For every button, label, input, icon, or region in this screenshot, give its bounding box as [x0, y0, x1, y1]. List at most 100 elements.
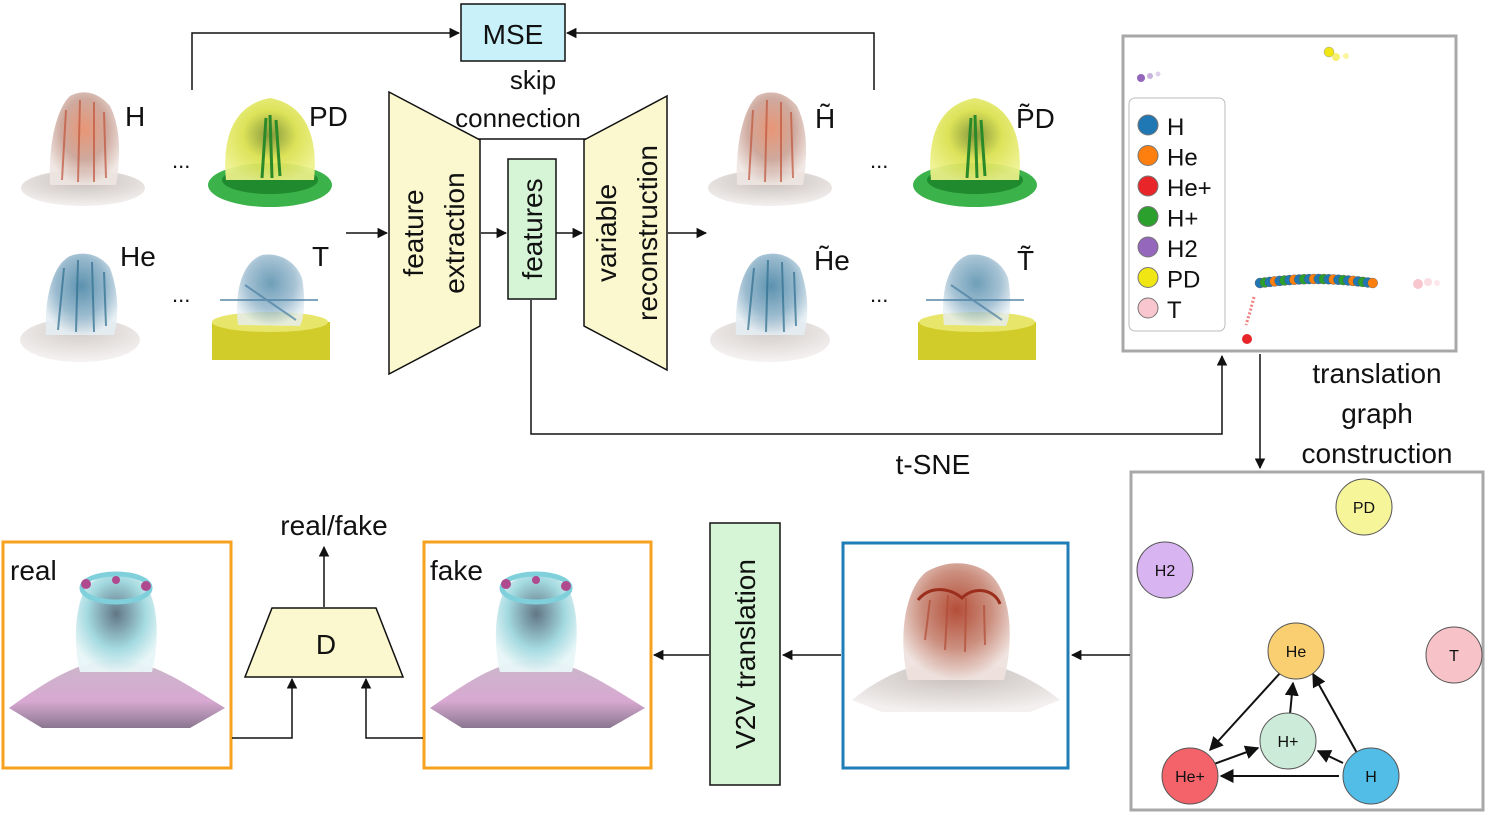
edge-He-to-Hep	[1209, 671, 1282, 752]
edge-Hep-to-Hp	[1213, 745, 1260, 765]
edge-H-to-He	[1312, 672, 1358, 754]
tsne-cluster-pd-b	[1332, 53, 1340, 61]
tsne-point	[1367, 277, 1378, 289]
input-ellipsis-bottom: ...	[172, 282, 190, 307]
v2v-translation-label: V2V translation	[730, 559, 761, 749]
volume-render-He-input	[20, 253, 140, 362]
output-ellipsis-top: ...	[870, 148, 888, 173]
volume-render-PD-output	[913, 98, 1037, 207]
fake-to-discriminator-arrow	[360, 677, 423, 739]
tsne-arrow	[530, 300, 1228, 435]
legend-marker-t	[1137, 297, 1159, 319]
legend-label-hplus: H+	[1167, 206, 1198, 233]
output-label-PD: P̃D	[1016, 103, 1055, 134]
feature-extraction-encoder	[388, 90, 481, 376]
discriminator-label: D	[316, 629, 336, 660]
tsne-main-chain	[1254, 273, 1378, 289]
volume-render-T-input	[212, 254, 330, 360]
tsne-label: t-SNE	[896, 449, 971, 480]
volume-render-He-output	[710, 253, 830, 362]
skip-label-line2: connection	[455, 103, 581, 133]
discriminator-output-label: real/fake	[280, 510, 387, 541]
volume-render-T-output	[918, 254, 1036, 360]
fake-volume-render	[430, 571, 645, 728]
features-label: features	[517, 178, 548, 279]
tsne-cluster-pd-c	[1343, 53, 1349, 59]
source-volume-render	[852, 563, 1060, 712]
graph-node-hp	[1259, 712, 1317, 770]
legend-marker-h	[1137, 114, 1159, 136]
output-label-T: T̃	[1017, 245, 1034, 276]
mse-input-arrow	[191, 27, 461, 90]
graph-node-he	[1267, 622, 1325, 680]
graph-node-h	[1342, 747, 1400, 805]
features-box	[507, 158, 557, 300]
fake-label: fake	[430, 555, 483, 586]
real-label: real	[10, 555, 57, 586]
tsne-scatter	[1137, 46, 1440, 344]
tsne-cluster-pd	[1323, 46, 1335, 58]
mse-recon-arrow	[565, 27, 875, 90]
legend-marker-heplus	[1137, 175, 1159, 197]
encoder-label-line1: feature	[398, 189, 429, 276]
graph-node-label-hep: He+	[1175, 769, 1205, 786]
input-label-T: T	[312, 241, 329, 272]
graph-node-label-t: T	[1449, 648, 1459, 665]
graph-node-label-hp: H+	[1278, 734, 1299, 751]
legend-marker-h2	[1137, 236, 1159, 258]
input-ellipsis-top: ...	[172, 148, 190, 173]
real-volume-render	[9, 571, 225, 728]
output-label-H: H̃	[815, 103, 835, 134]
volume-render-PD-input	[208, 98, 332, 207]
discriminator	[243, 607, 405, 678]
translation-graph-edges	[1209, 671, 1358, 783]
mse-box	[460, 3, 566, 62]
v2v-translation-box	[709, 522, 781, 786]
legend-label-h2: H2	[1167, 236, 1198, 263]
input-label-He: He	[120, 241, 156, 272]
legend-label-heplus: He+	[1167, 175, 1212, 202]
graph-node-h2	[1136, 541, 1194, 599]
tsne-cluster-t-b	[1424, 278, 1432, 286]
legend-label-t: T	[1167, 297, 1182, 324]
graph-node-pd	[1335, 478, 1393, 536]
edge-H-to-Hp	[1316, 750, 1344, 764]
legend-label-he: He	[1167, 145, 1198, 172]
tsne-cluster-hep-trail	[1244, 296, 1256, 326]
legend-marker-pd	[1137, 267, 1159, 288]
legend-label-pd: PD	[1167, 267, 1200, 294]
tsne-cluster-hep	[1242, 334, 1252, 344]
real-to-discriminator-arrow	[232, 677, 298, 739]
graph-node-label-h: H	[1365, 769, 1377, 786]
output-label-He: H̃e	[814, 245, 850, 276]
volume-render-H-input	[21, 92, 145, 206]
legend-marker-hplus	[1137, 206, 1159, 227]
graph-node-t	[1425, 626, 1483, 684]
tsne-cluster-t	[1413, 279, 1423, 289]
tsne-cluster-h2	[1137, 74, 1145, 82]
input-label-H: H	[125, 101, 145, 132]
graph-node-label-h2: H2	[1155, 563, 1176, 580]
graph-node-hep	[1161, 747, 1219, 805]
encoder-label-line2: extraction	[439, 172, 470, 293]
tsne-cluster-h2-c	[1155, 71, 1161, 77]
output-ellipsis-bottom: ...	[870, 282, 888, 307]
graph-node-label-he: He	[1286, 644, 1307, 661]
graph-node-label-pd: PD	[1353, 500, 1375, 517]
mse-label: MSE	[483, 19, 544, 50]
edge-Hp-to-He	[1284, 681, 1299, 715]
legend-label-h: H	[1167, 114, 1184, 141]
variable-reconstruction-decoder	[583, 94, 668, 372]
input-label-PD: PD	[309, 101, 348, 132]
graph-step-line3: construction	[1302, 438, 1453, 469]
skip-label-line1: skip	[510, 65, 556, 95]
graph-step-line2: graph	[1341, 398, 1413, 429]
graph-step-line1: translation	[1312, 358, 1441, 389]
decoder-label-line1: variable	[591, 184, 622, 282]
decoder-label-line2: reconstruction	[632, 145, 663, 321]
volume-render-H-output	[708, 92, 832, 206]
legend-marker-he	[1137, 145, 1159, 166]
